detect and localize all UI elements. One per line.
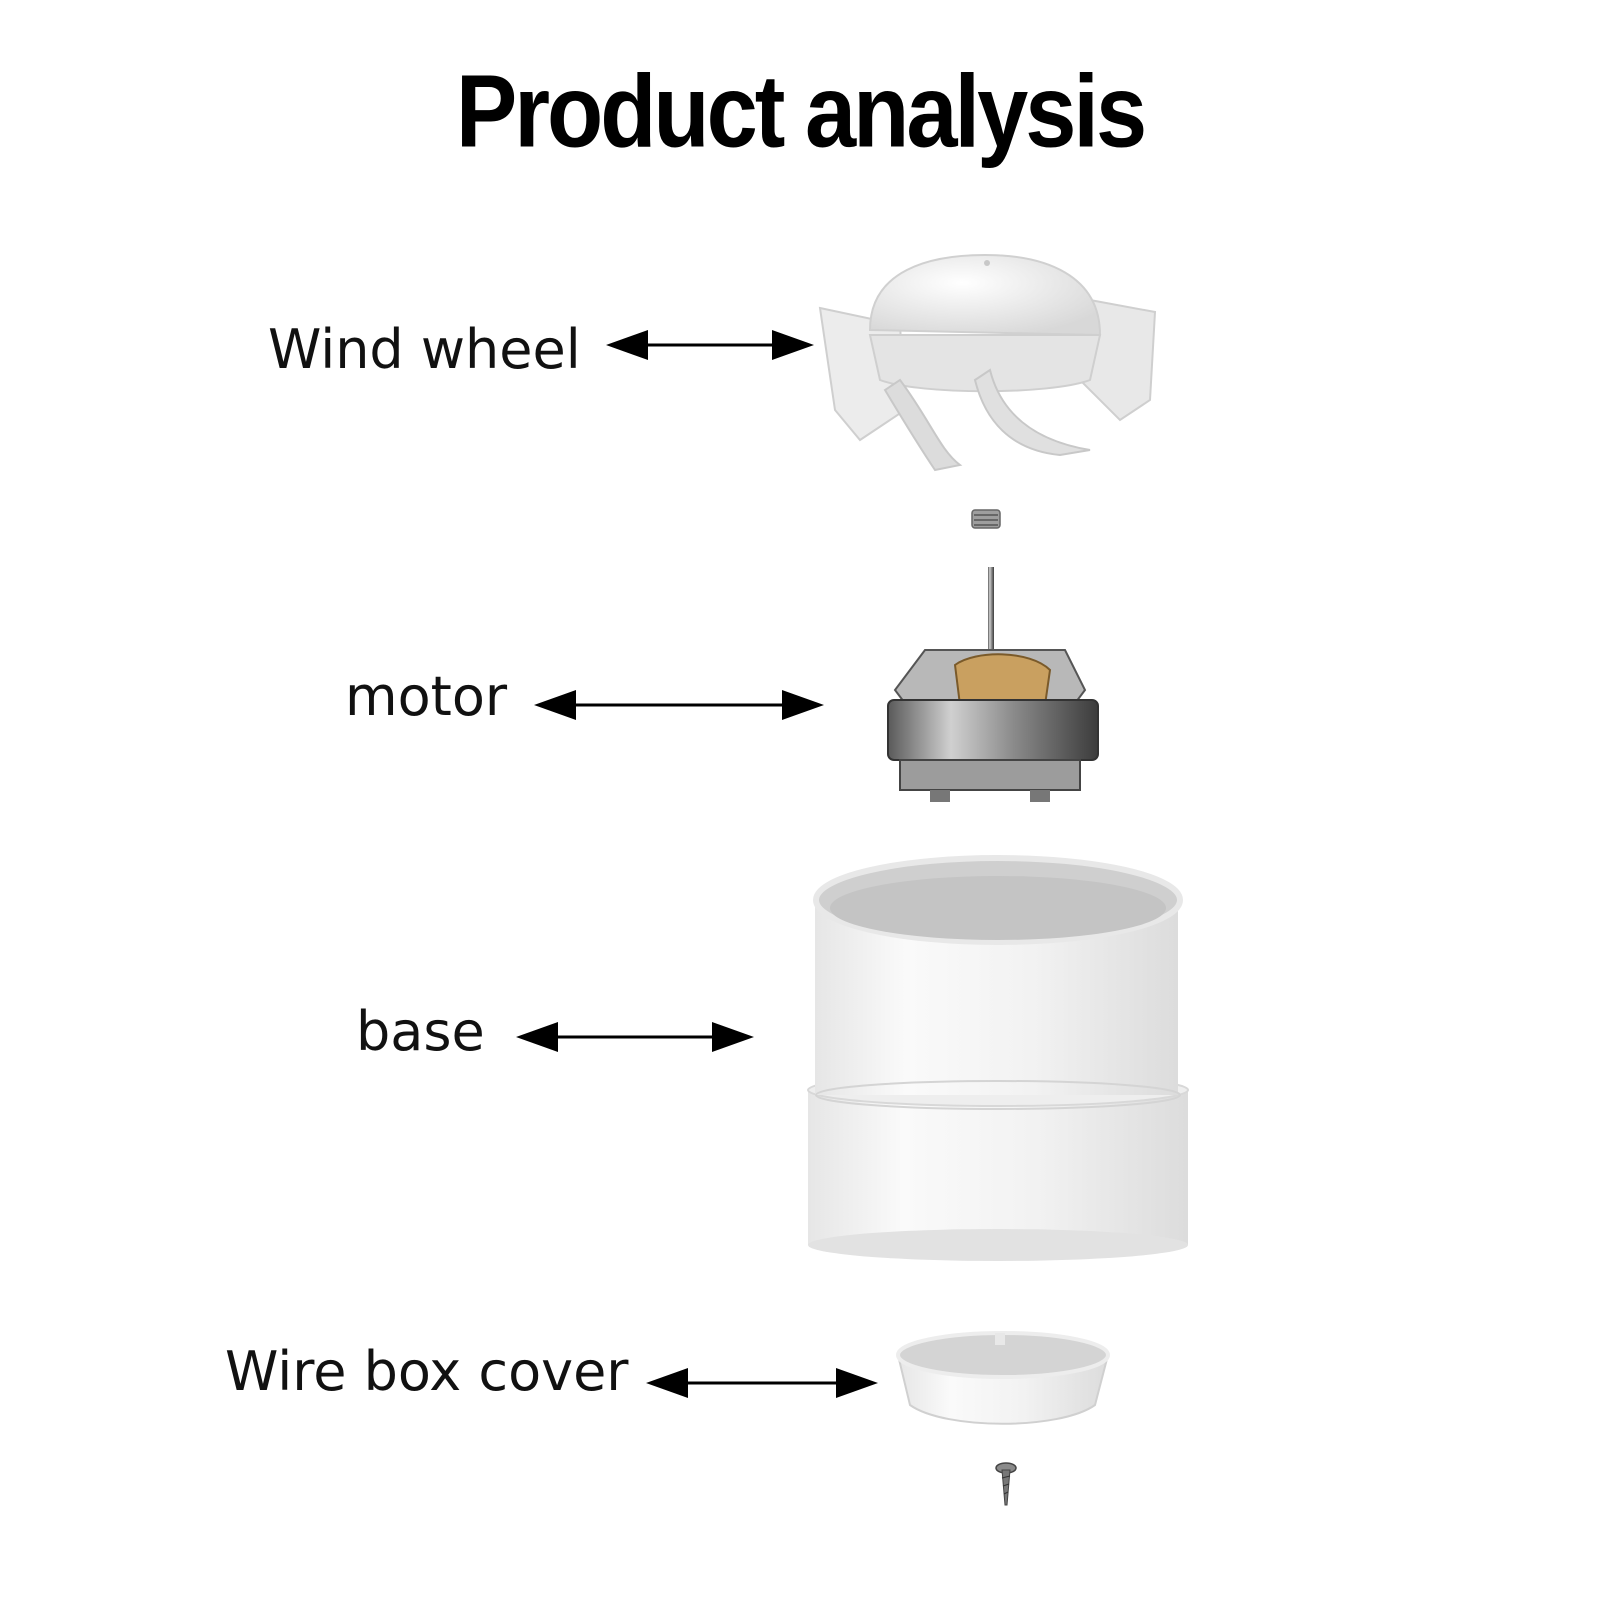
- wind-wheel-icon: [818, 253, 1157, 472]
- spring-nut-icon: [971, 509, 1001, 529]
- page-title: Product analysis: [455, 54, 1147, 170]
- wire-box-cover-icon: [896, 1331, 1110, 1425]
- label-wind-wheel: Wind wheel: [268, 318, 581, 381]
- label-base: base: [356, 1000, 485, 1063]
- label-motor: motor: [345, 665, 508, 728]
- base-icon: [807, 855, 1189, 1261]
- screw-icon: [995, 1462, 1017, 1506]
- label-wire-box-cover: Wire box cover: [225, 1340, 629, 1403]
- motor-icon: [887, 567, 1099, 802]
